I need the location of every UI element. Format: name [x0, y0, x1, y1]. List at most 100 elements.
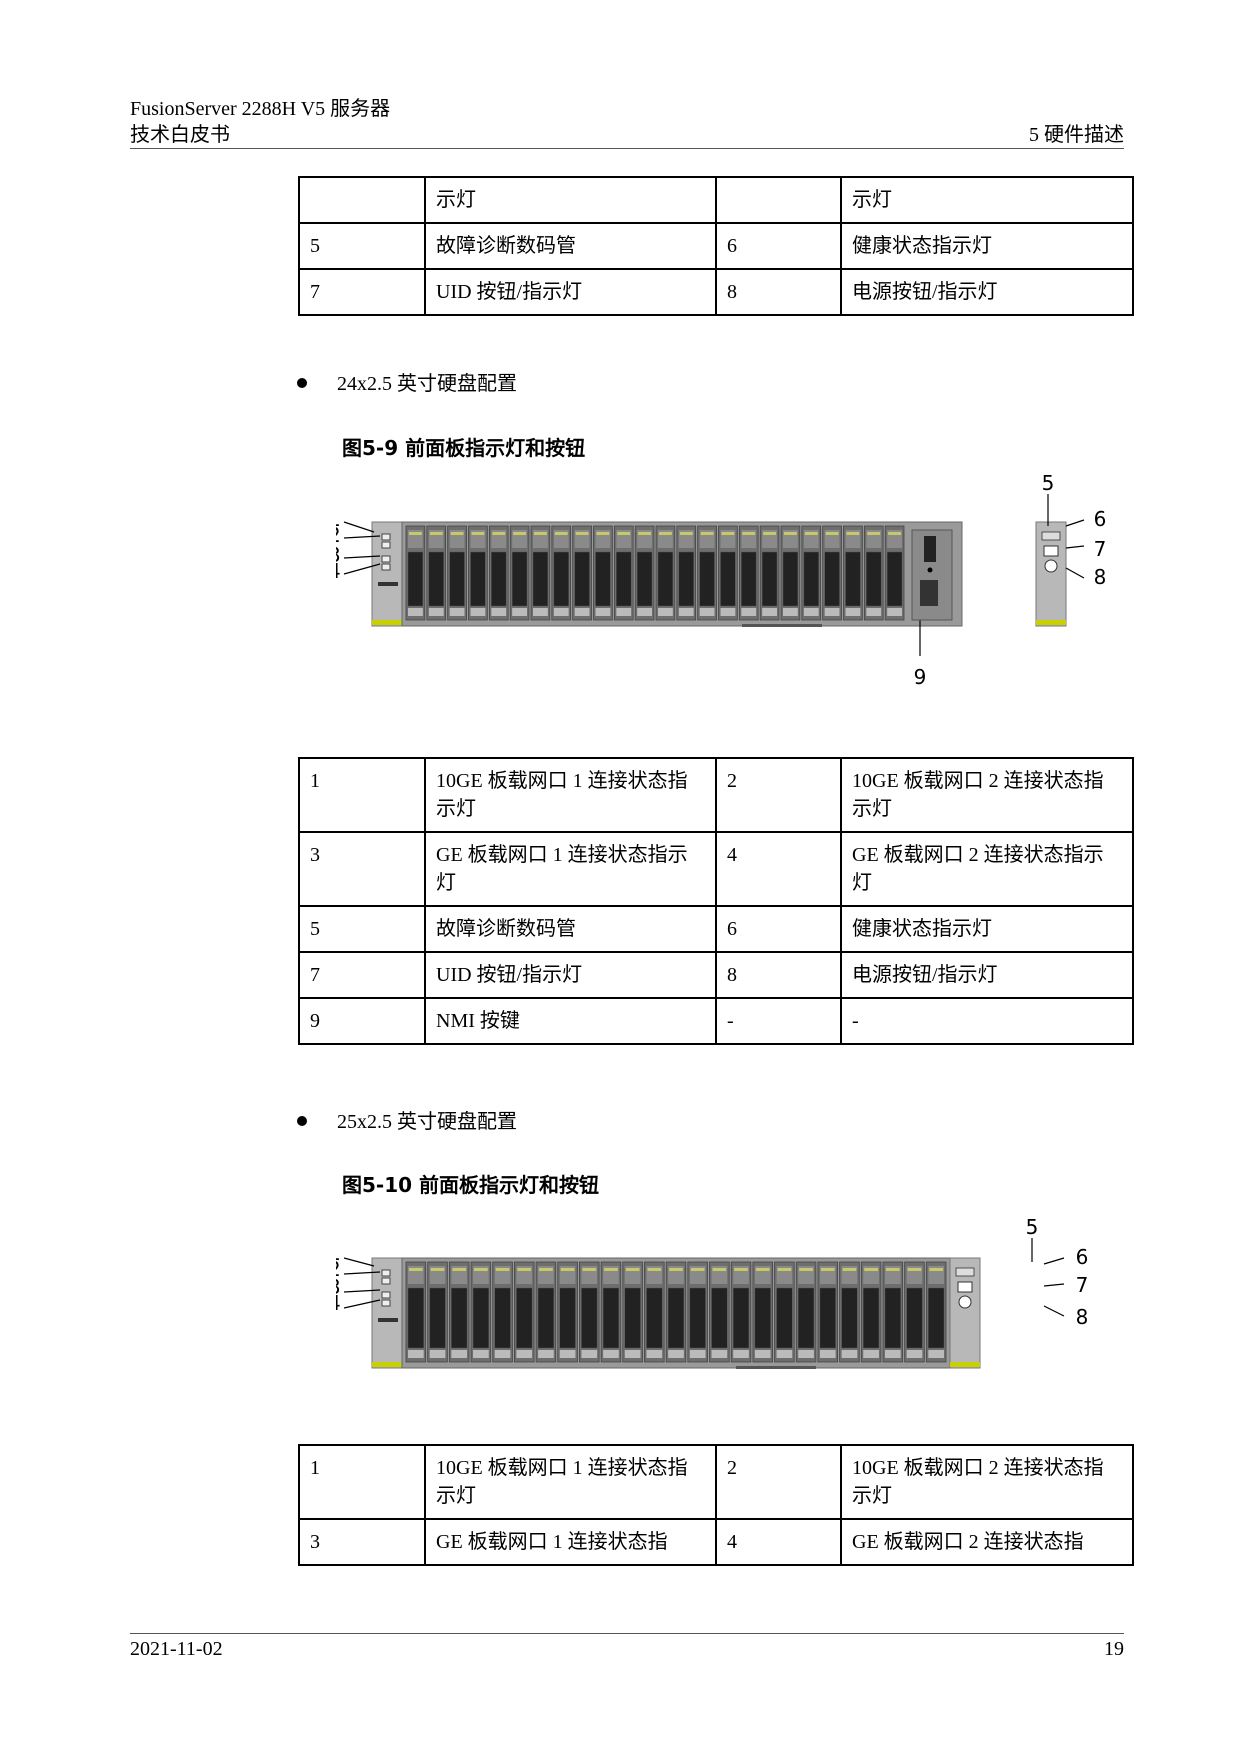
drive-led: [517, 1268, 532, 1271]
table-cell-description: 电源按钮/指示灯: [840, 951, 1134, 999]
drive-latch: [428, 608, 444, 616]
drive-led: [777, 1268, 792, 1271]
drive-latch: [538, 1350, 554, 1358]
drive-vent: [906, 1287, 923, 1349]
drive-latch: [754, 1350, 771, 1358]
drive-led: [513, 532, 526, 535]
drive-vent: [451, 1287, 468, 1349]
callout-leader-line: [343, 555, 381, 559]
callout-leader-line: [343, 563, 381, 575]
drive-vent: [866, 551, 882, 607]
drive-led: [495, 1268, 510, 1271]
page-header: FusionServer 2288H V5 服务器 技术白皮书: [130, 96, 390, 148]
table-cell-number: -: [715, 997, 842, 1045]
callout-label: 8: [1076, 1305, 1089, 1329]
callout-label: 8: [1094, 565, 1107, 589]
port-led-icon: [381, 1299, 391, 1307]
bullet-text: 24x2.5 英寸硬盘配置: [337, 373, 517, 395]
drive-latch: [887, 608, 902, 616]
drive-latch: [595, 608, 611, 616]
port-led-icon: [381, 533, 391, 541]
drive-vent: [819, 1287, 836, 1349]
drive-vent: [824, 551, 840, 607]
drive-vent: [720, 551, 736, 607]
drive-latch: [668, 1350, 684, 1358]
table-cell-number: 9: [298, 997, 426, 1045]
callout-leader-line: [1065, 545, 1085, 549]
callout-label: 6: [1094, 507, 1107, 531]
drive-latch: [658, 608, 673, 616]
table-cell-number: 5: [298, 905, 426, 953]
drive-latch: [699, 608, 715, 616]
bullet-dot-icon: [297, 1116, 307, 1127]
drive-led: [575, 532, 589, 535]
drive-latch: [512, 608, 527, 616]
table-row: 示灯 示灯: [298, 176, 1134, 224]
header-doc-type: 技术白皮书: [130, 124, 230, 146]
drive-latch: [491, 608, 507, 616]
drive-vent: [449, 551, 465, 607]
drive-vent: [928, 1287, 945, 1349]
uid-button-icon: [1043, 545, 1059, 557]
drive-led: [690, 1268, 705, 1271]
drive-led: [492, 532, 506, 535]
drive-vent: [761, 551, 778, 607]
port-led-icon: [381, 1269, 391, 1277]
drive-vent: [636, 551, 653, 607]
drive-led: [604, 1268, 618, 1271]
callout-leader-line: [1043, 1305, 1065, 1317]
figure-5-10-front-panel: 12345678: [336, 1212, 1126, 1392]
table-cell-description: 故障诊断数码管: [424, 905, 717, 953]
table-cell-description: 10GE 板载网口 1 连接状态指示灯: [424, 757, 717, 833]
drive-vent: [429, 1287, 446, 1349]
table-cell-description: 电源按钮/指示灯: [840, 268, 1134, 316]
bullet-25-drive: 25x2.5 英寸硬盘配置: [297, 1109, 517, 1135]
diagnostic-display-icon: [1041, 531, 1061, 541]
table-cell-description: 示灯: [840, 176, 1134, 224]
drive-led: [721, 532, 735, 535]
drive-latch: [616, 608, 632, 616]
table-cell-number: 2: [715, 757, 842, 833]
drive-latch: [408, 1350, 424, 1358]
drive-led: [885, 1268, 900, 1271]
drive-latch: [678, 608, 694, 616]
callout-leader-line: [343, 1257, 375, 1267]
drive-latch: [845, 608, 861, 616]
callout-label: 7: [1094, 537, 1107, 561]
drive-vent: [732, 1287, 750, 1349]
table-cell-description: 示灯: [424, 176, 717, 224]
drive-led: [429, 532, 443, 535]
drive-led: [474, 1268, 488, 1271]
drive-latch: [533, 608, 548, 616]
drive-vent: [741, 551, 757, 607]
bullet-24-drive: 24x2.5 英寸硬盘配置: [297, 371, 517, 397]
drive-led: [804, 532, 818, 535]
table-cell-description: GE 板载网口 1 连接状态指: [424, 1518, 717, 1566]
server-front-panel-25-drive: 12345678: [336, 1215, 1089, 1369]
drive-vent: [657, 551, 674, 607]
drive-latch: [928, 1350, 944, 1358]
drive-led: [846, 532, 860, 535]
drive-led: [763, 532, 776, 535]
callout-leader-line: [343, 535, 381, 539]
drive-latch: [906, 1350, 923, 1358]
drive-latch: [689, 1350, 706, 1358]
callout-leader-line: [1043, 1283, 1065, 1287]
drive-led: [742, 532, 756, 535]
port-led-icon: [381, 555, 391, 563]
pull-tab: [736, 1366, 816, 1369]
right-ear-strip: [950, 1362, 980, 1367]
pull-tab: [742, 624, 822, 627]
drive-vent: [511, 551, 528, 607]
drive-latch: [711, 1350, 728, 1358]
header-chapter: 5 硬件描述: [1029, 124, 1124, 146]
drive-latch: [637, 608, 652, 616]
drive-led: [700, 532, 714, 535]
table-cell-number: 2: [715, 1444, 842, 1520]
drive-vent: [689, 1287, 706, 1349]
drive-vent: [646, 1287, 663, 1349]
drive-vent: [776, 1287, 793, 1349]
table-cell-description: 故障诊断数码管: [424, 222, 717, 270]
